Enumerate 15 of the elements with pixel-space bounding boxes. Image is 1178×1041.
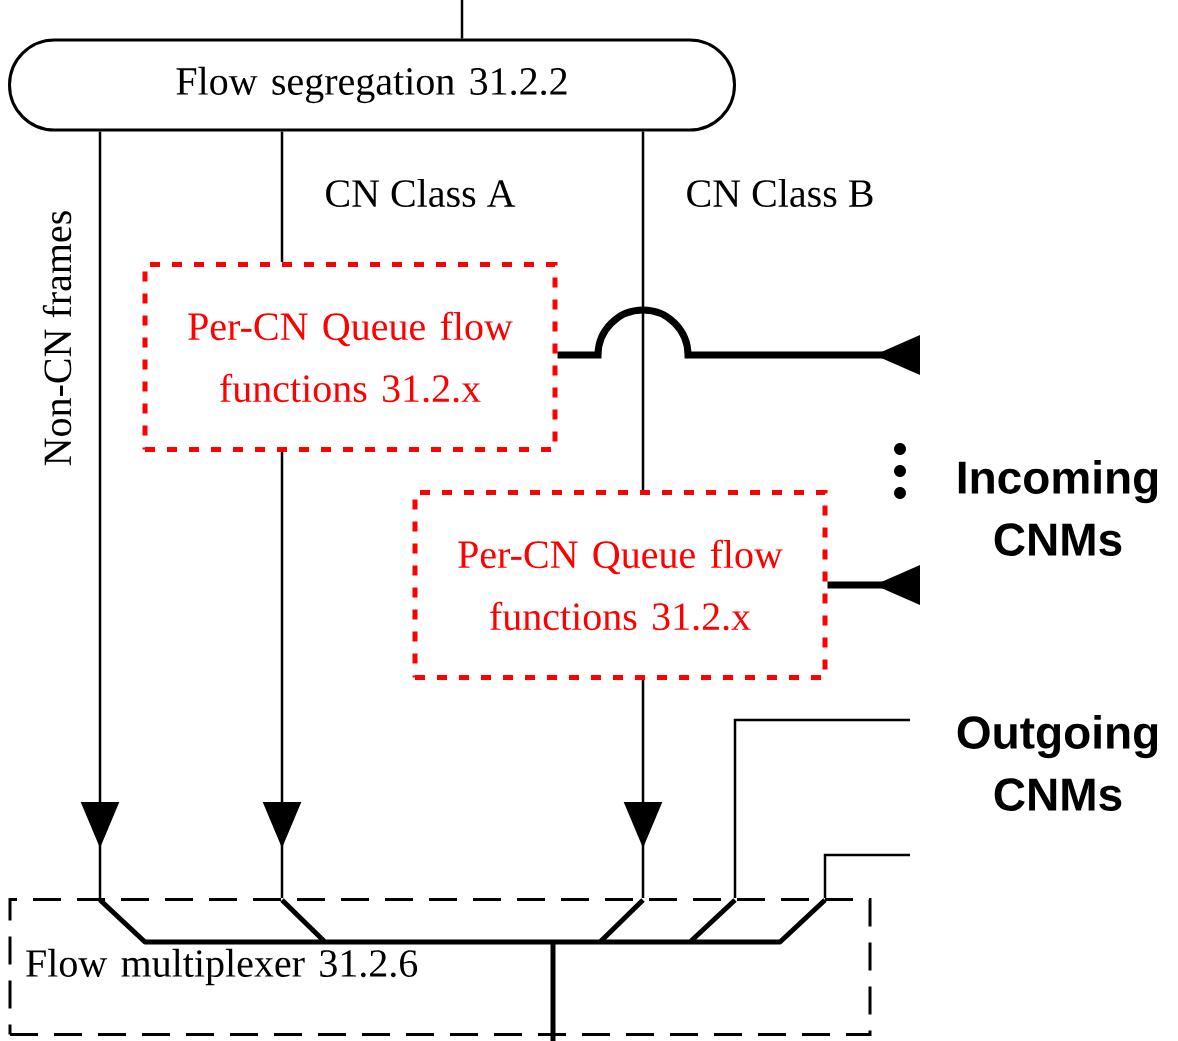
edge-label: CN Class B: [683, 176, 877, 210]
connector-line: [823, 853, 910, 898]
process-box: Flow segregation 31.2.2: [8, 38, 736, 132]
edge-label: CN Class A: [322, 176, 518, 210]
connector-line: [280, 131, 284, 262]
arrow: [557, 306, 920, 375]
function-box: Per-CN Queue flow functions 31.2.x: [142, 262, 558, 452]
connector-line: [641, 131, 645, 490]
side-label: Outgoing CNMs: [957, 715, 1158, 811]
multiplexer-box: Flow multiplexer 31.2.6: [8, 898, 872, 1036]
function-box: Per-CN Queue flow functions 31.2.x: [412, 490, 828, 680]
edge-label: Non-CN frames: [40, 207, 74, 469]
connector-line: [733, 718, 910, 898]
side-label: Incoming CNMs: [958, 460, 1158, 556]
connector-line: [460, 0, 464, 39]
